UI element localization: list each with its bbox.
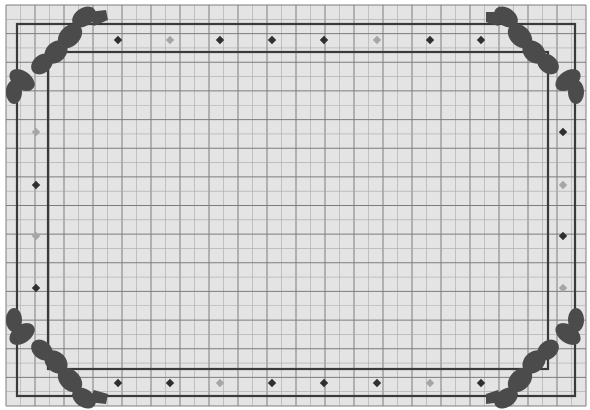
corner-motif-bottom-right [568,308,584,332]
corner-motif-bottom-left [6,308,22,332]
corner-motif-top-right [568,80,584,104]
corner-motif-top-left [6,80,22,104]
